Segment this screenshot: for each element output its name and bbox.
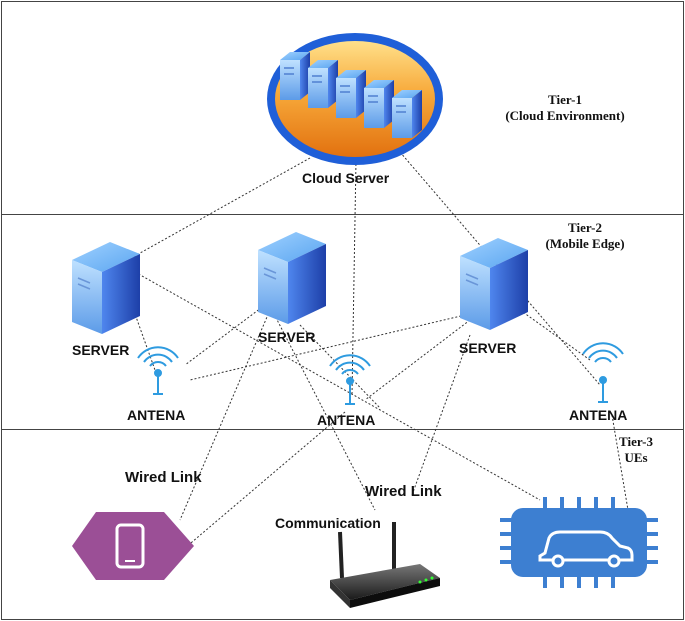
link-cloud-server-left: [132, 157, 311, 258]
vehicle-chip-icon: [500, 497, 658, 588]
cloud-server-label: Cloud Server: [302, 170, 390, 186]
server-right-label: SERVER: [459, 340, 517, 356]
server-icon: [72, 242, 140, 334]
link-server-left-vehicle: [134, 271, 541, 501]
tier-1-title: Tier-1: [548, 92, 582, 107]
server-icon: [460, 238, 528, 330]
link-server-right-antenna-right: [519, 309, 591, 361]
link-server-right-router: [411, 334, 471, 496]
tier-3-subtitle: UEs: [624, 450, 648, 465]
wireless-router-icon: [330, 522, 440, 608]
tier-1-subtitle: (Cloud Environment): [505, 108, 625, 123]
link-server-center-mobile: [179, 309, 271, 521]
wired-link-right-label: Wired Link: [365, 483, 442, 500]
antenna-center-label: ANTENA: [317, 412, 376, 428]
link-server-center-antenna-left: [184, 304, 266, 366]
link-antenna-right-vehicle: [611, 414, 629, 511]
server-icon: [258, 232, 326, 324]
router-label: Communication: [275, 515, 381, 531]
tier-1-label: Tier-1 (Cloud Environment): [485, 92, 645, 124]
tier-3-label: Tier-3 UEs: [608, 434, 664, 466]
tier-3-box: [1, 429, 684, 620]
wired-link-left-label: Wired Link: [125, 469, 202, 486]
server-left-label: SERVER: [72, 342, 130, 358]
antenna-icon: [137, 346, 179, 395]
antenna-icon: [329, 354, 371, 405]
antenna-left-label: ANTENA: [127, 407, 186, 423]
tier-2-title: Tier-2: [568, 220, 602, 235]
mobile-device-icon: [72, 512, 194, 580]
link-server-center-router: [271, 309, 376, 511]
link-server-right-antenna-center: [364, 319, 471, 401]
server-center-label: SERVER: [258, 329, 316, 345]
tier-2-subtitle: (Mobile Edge): [545, 236, 625, 251]
link-server-right-antenna-left: [189, 314, 466, 381]
cloud-rack-units: [280, 52, 422, 138]
link-cloud-antenna-center: [351, 159, 357, 396]
tier-3-title: Tier-3: [619, 434, 653, 449]
link-antenna-center-mobile: [184, 411, 346, 549]
antenna-icon: [582, 342, 624, 403]
cloud-server-icon: [267, 33, 443, 165]
antenna-right-label: ANTENA: [569, 407, 628, 423]
tier-2-label: Tier-2 (Mobile Edge): [527, 220, 643, 252]
